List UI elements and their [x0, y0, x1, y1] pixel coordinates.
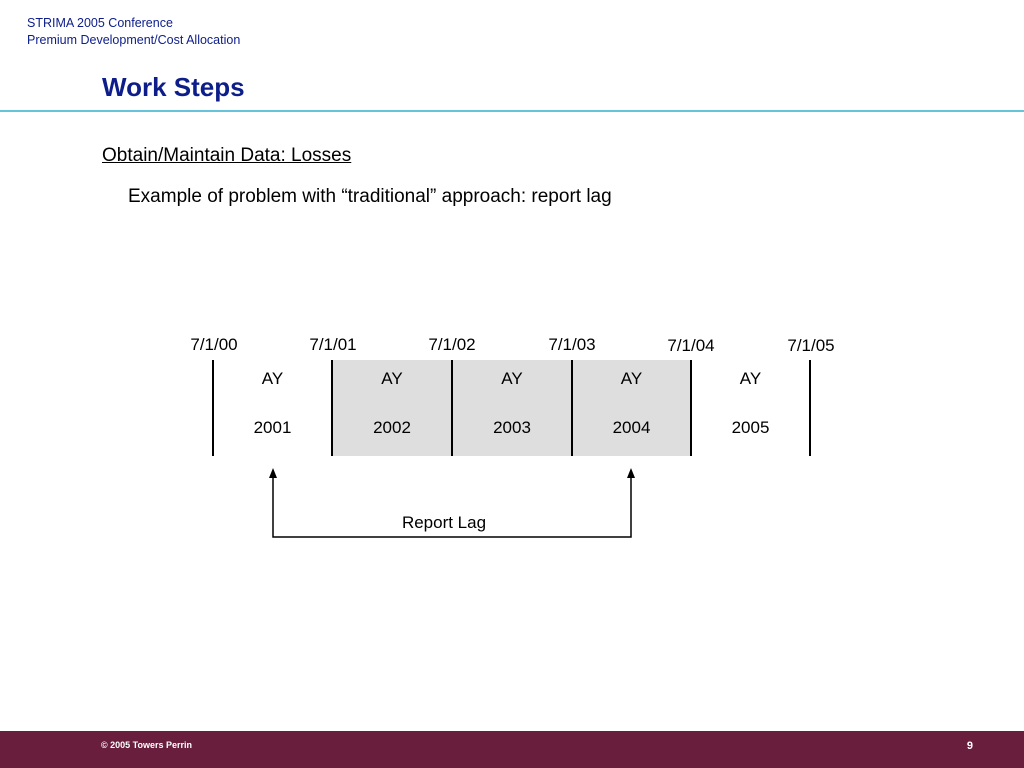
- date-label: 7/1/05: [787, 336, 834, 355]
- period-label: AY: [381, 369, 402, 388]
- header-conference: STRIMA 2005 Conference: [27, 16, 173, 30]
- arrowhead-up: [269, 468, 277, 478]
- copyright: © 2005 Towers Perrin: [101, 740, 193, 750]
- page-number: 9: [966, 740, 973, 752]
- period-shade-2003: [452, 360, 572, 456]
- period-label: AY: [501, 369, 522, 388]
- period-year: 2004: [613, 418, 651, 437]
- period-shade-2004: [572, 360, 691, 456]
- arrowhead-up: [627, 468, 635, 478]
- date-label: 7/1/00: [190, 335, 237, 354]
- period-label: AY: [621, 369, 642, 388]
- report-lag-label: Report Lag: [402, 513, 486, 532]
- subheading: Obtain/Maintain Data: Losses: [102, 145, 352, 166]
- report-lag-bracket: [272, 478, 632, 538]
- footer-bar: © 2005 Towers Perrin 9: [0, 731, 1024, 768]
- date-label: 7/1/01: [309, 335, 356, 354]
- period-label: AY: [262, 369, 283, 388]
- period-label: AY: [740, 369, 761, 388]
- date-label: 7/1/03: [548, 335, 595, 354]
- title-divider: [0, 110, 1024, 112]
- period-year: 2005: [732, 418, 770, 437]
- period-year: 2003: [493, 418, 531, 437]
- period-year: 2001: [254, 418, 292, 437]
- period-shade-2002: [332, 360, 452, 456]
- header-topic: Premium Development/Cost Allocation: [27, 33, 241, 47]
- date-label: 7/1/02: [428, 335, 475, 354]
- bullet-text: Example of problem with “traditional” ap…: [128, 186, 612, 207]
- period-year: 2002: [373, 418, 411, 437]
- date-label: 7/1/04: [667, 336, 714, 355]
- page-title: Work Steps: [102, 72, 245, 102]
